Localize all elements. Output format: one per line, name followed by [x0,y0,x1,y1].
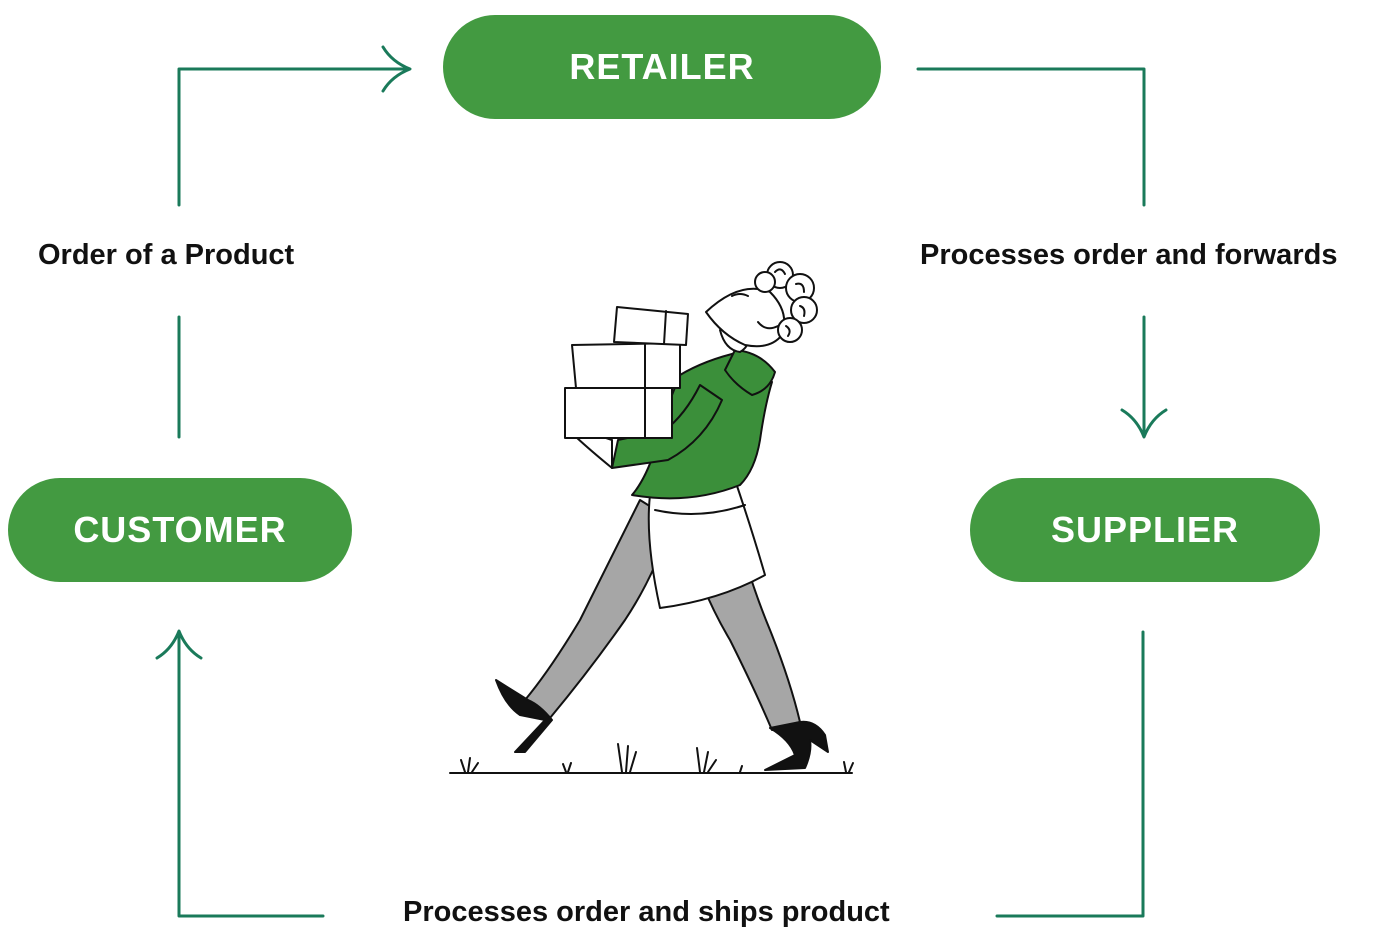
woman-carrying-boxes-illustration [449,261,854,774]
arrowhead-up-icon [155,629,203,660]
connector-customer-retailer-upper [177,67,407,207]
arrowhead-right-icon [381,45,412,93]
supplier-label: SUPPLIER [1050,509,1240,550]
customer-node: CUSTOMER [8,478,352,582]
customer-label: CUSTOMER [73,509,287,550]
connector-retailer-supplier-upper [916,67,1146,207]
arrowhead-down-icon [1120,408,1168,439]
edge-label-processes-and-forwards: Processes order and forwards [920,239,1338,271]
edge-label-order-of-product: Order of a Product [38,239,295,271]
connector-supplier-customer-left [177,634,325,918]
connector-supplier-customer-right [995,630,1145,918]
retailer-node: RETAILER [443,15,881,119]
supplier-node: SUPPLIER [970,478,1320,582]
retailer-label: RETAILER [569,46,755,87]
edge-label-processes-and-ships: Processes order and ships product [403,896,890,928]
